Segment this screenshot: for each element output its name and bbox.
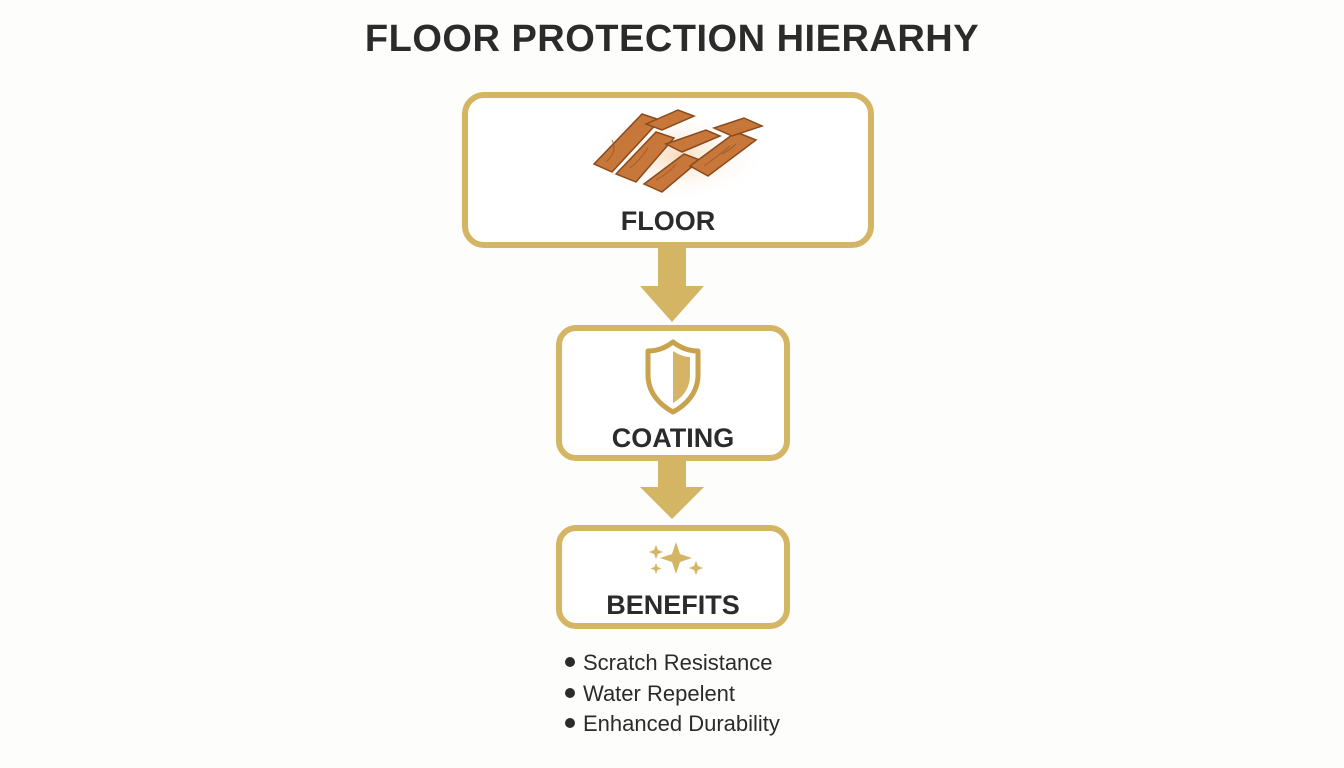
list-item: Water Repelent xyxy=(565,679,780,710)
sparkle-icon xyxy=(649,542,703,575)
benefits-label: BENEFITS xyxy=(606,590,740,620)
list-item: Scratch Resistance xyxy=(565,648,780,679)
coating-label: COATING xyxy=(611,423,735,453)
list-item: Enhanced Durability xyxy=(565,709,780,740)
coating-node: COATING xyxy=(556,325,790,461)
benefits-list: Scratch Resistance Water Repelent Enhanc… xyxy=(565,648,780,740)
bullet-icon xyxy=(565,657,575,668)
diagram-title: FLOOR PROTECTION HIERARHY xyxy=(364,18,980,60)
arrow-down-icon xyxy=(640,248,704,322)
benefits-node: BENEFITS xyxy=(556,525,790,629)
floor-node: FLOOR xyxy=(462,92,874,248)
arrow-down-icon xyxy=(640,461,704,519)
benefit-text: Scratch Resistance xyxy=(583,650,773,675)
benefit-text: Enhanced Durability xyxy=(583,711,780,736)
floor-label: FLOOR xyxy=(620,206,716,236)
benefit-text: Water Repelent xyxy=(583,680,736,706)
bullet-icon xyxy=(565,718,575,729)
shield-icon xyxy=(645,339,701,415)
wood-floor-icon xyxy=(588,109,768,202)
bullet-icon xyxy=(565,687,575,698)
